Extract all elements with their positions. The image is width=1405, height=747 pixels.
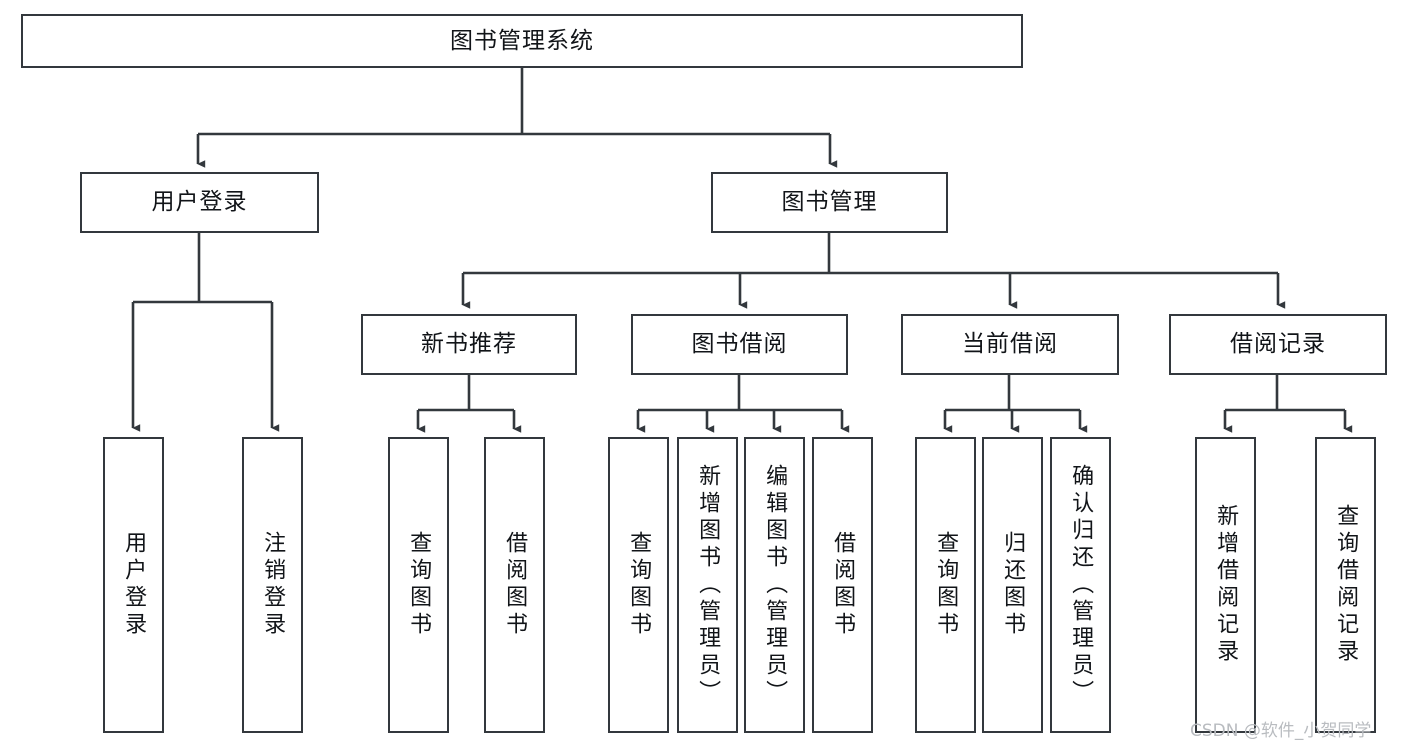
node-label: 查询图书 [933, 531, 959, 639]
node-label: 新书推荐 [421, 331, 517, 358]
leaf-new-book-query[interactable]: 查询图书 [388, 437, 449, 733]
leaf-book-borrow-add[interactable]: 新增图书（管理员） [677, 437, 738, 733]
node-label: 归还图书 [1000, 531, 1026, 639]
node-label: 确认归还（管理员） [1068, 463, 1094, 707]
node-label: 用户登录 [121, 531, 147, 639]
node-label: 借阅记录 [1230, 331, 1326, 358]
leaf-current-borrow-query[interactable]: 查询图书 [915, 437, 976, 733]
node-label: 借阅图书 [830, 531, 856, 639]
leaf-new-book-borrow[interactable]: 借阅图书 [484, 437, 545, 733]
leaf-book-borrow-borrow[interactable]: 借阅图书 [812, 437, 873, 733]
node-label: 借阅图书 [502, 531, 528, 639]
leaf-current-borrow-confirm-return[interactable]: 确认归还（管理员） [1050, 437, 1111, 733]
csdn-watermark: CSDN @软件_小贺同学 [1190, 721, 1372, 741]
node-label: 当前借阅 [962, 331, 1058, 358]
node-new-book-recommend[interactable]: 新书推荐 [361, 314, 577, 375]
node-label: 新增图书（管理员） [695, 463, 721, 707]
node-label: 图书管理 [781, 189, 878, 216]
node-current-borrow[interactable]: 当前借阅 [901, 314, 1119, 375]
node-label: 新增借阅记录 [1213, 504, 1239, 666]
node-book-management[interactable]: 图书管理 [711, 172, 948, 233]
node-label: 用户登录 [151, 189, 248, 216]
node-label: 查询借阅记录 [1333, 504, 1359, 666]
node-label: 查询图书 [626, 531, 652, 639]
leaf-current-borrow-return[interactable]: 归还图书 [982, 437, 1043, 733]
leaf-book-borrow-edit[interactable]: 编辑图书（管理员） [744, 437, 805, 733]
node-label: 图书借阅 [691, 331, 788, 358]
leaf-user-login-login[interactable]: 用户登录 [103, 437, 164, 733]
node-book-borrow[interactable]: 图书借阅 [631, 314, 848, 375]
leaf-borrow-record-query[interactable]: 查询借阅记录 [1315, 437, 1376, 733]
node-user-login[interactable]: 用户登录 [80, 172, 319, 233]
node-label: 查询图书 [406, 531, 432, 639]
leaf-book-borrow-query[interactable]: 查询图书 [608, 437, 669, 733]
node-borrow-record[interactable]: 借阅记录 [1169, 314, 1387, 375]
leaf-user-login-logout[interactable]: 注销登录 [242, 437, 303, 733]
leaf-borrow-record-add[interactable]: 新增借阅记录 [1195, 437, 1256, 733]
node-label: 图书管理系统 [450, 27, 594, 54]
node-label: 注销登录 [260, 531, 286, 639]
node-label: 编辑图书（管理员） [762, 463, 788, 707]
node-root-book-management-system[interactable]: 图书管理系统 [21, 14, 1023, 68]
